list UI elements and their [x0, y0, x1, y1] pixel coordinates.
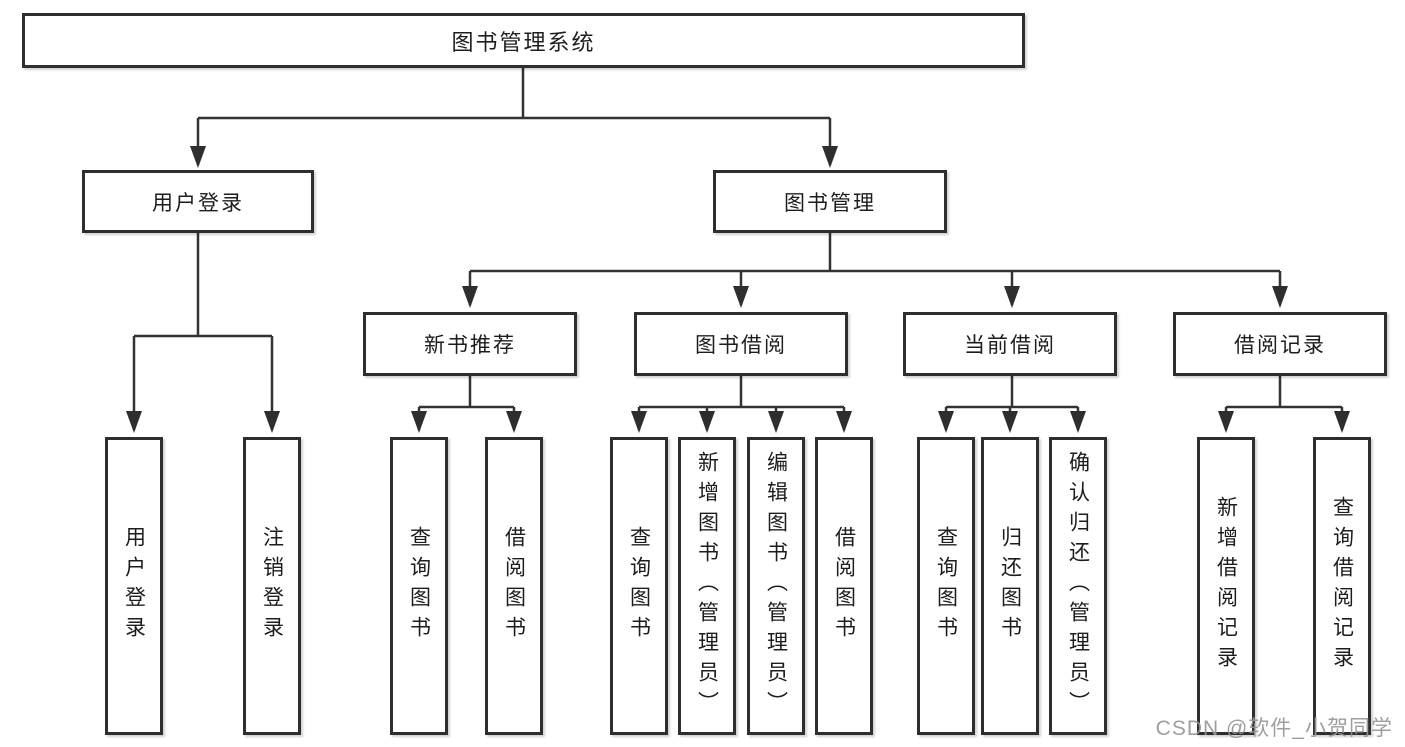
node-current-borrow: 当前借阅 [903, 312, 1117, 376]
leaf-label: 查询图书 [407, 526, 431, 646]
leaf-query-books-current: 查询图书 [917, 437, 975, 735]
tree-edges [134, 68, 1342, 409]
node-label: 图书管理系统 [451, 29, 596, 55]
node-user-login: 用户登录 [82, 170, 314, 233]
leaf-edit-books-admin: 编辑图书（管理员） [747, 437, 805, 735]
leaf-label: 查询借阅记录 [1330, 496, 1354, 676]
node-book-management: 图书管理 [713, 170, 947, 233]
node-label: 当前借阅 [964, 334, 1056, 357]
node-label: 新书推荐 [424, 334, 516, 357]
leaf-label: 新增借阅记录 [1214, 496, 1238, 676]
leaf-borrow-books: 借阅图书 [815, 437, 873, 735]
leaf-label: 确认归还（管理员） [1066, 451, 1090, 721]
leaf-add-borrow-record: 新增借阅记录 [1197, 437, 1255, 735]
leaf-user-login: 用户登录 [105, 437, 163, 735]
leaf-logout-login: 注销登录 [243, 437, 301, 735]
leaf-return-books: 归还图书 [981, 437, 1039, 735]
leaf-label: 用户登录 [122, 526, 146, 646]
leaf-add-books-admin: 新增图书（管理员） [678, 437, 736, 735]
leaf-label: 编辑图书（管理员） [764, 451, 788, 721]
node-borrow-records: 借阅记录 [1173, 312, 1387, 376]
leaf-label: 新增图书（管理员） [695, 451, 719, 721]
leaf-label: 借阅图书 [502, 526, 526, 646]
leaf-label: 查询图书 [627, 526, 651, 646]
leaf-query-books-borrow: 查询图书 [610, 437, 668, 735]
node-label: 图书借阅 [695, 334, 787, 357]
node-label: 图书管理 [784, 191, 876, 215]
node-root: 图书管理系统 [22, 13, 1025, 68]
leaf-label: 查询图书 [934, 526, 958, 646]
node-book-borrow: 图书借阅 [634, 312, 848, 376]
leaf-label: 归还图书 [998, 526, 1022, 646]
leaf-confirm-return-admin: 确认归还（管理员） [1049, 437, 1107, 735]
node-label: 借阅记录 [1234, 334, 1326, 357]
tree-arrows [126, 118, 1350, 433]
leaf-query-borrow-record: 查询借阅记录 [1313, 437, 1371, 735]
watermark-text: CSDN @软件_小贺同学 [1155, 717, 1393, 740]
leaf-query-books-recommend: 查询图书 [390, 437, 448, 735]
leaf-label: 借阅图书 [832, 526, 856, 646]
node-new-book-recommend: 新书推荐 [363, 312, 577, 376]
leaf-label: 注销登录 [260, 526, 284, 646]
node-label: 用户登录 [152, 191, 244, 215]
leaf-borrow-books-recommend: 借阅图书 [485, 437, 543, 735]
